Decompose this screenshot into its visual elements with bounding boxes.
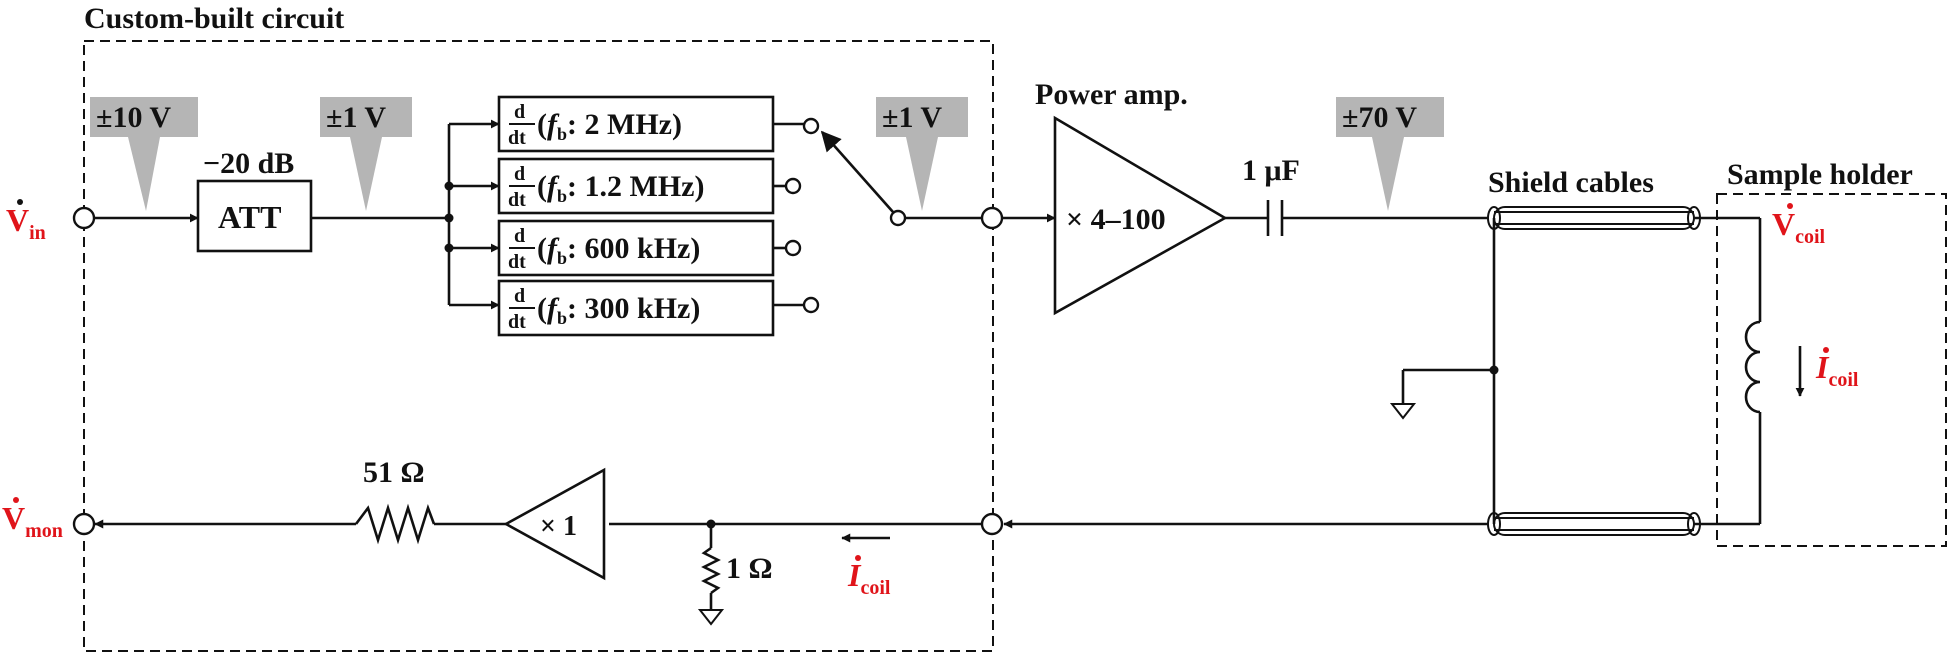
capacitor: [1266, 200, 1284, 236]
svg-text:(fb: 2 MHz): (fb: 2 MHz): [537, 108, 682, 144]
svg-text:(fb: 1.2 MHz): (fb: 1.2 MHz): [537, 170, 704, 206]
custom-circuit-boundary: [83, 40, 994, 652]
attenuator-label: ATT: [218, 199, 281, 235]
i-coil-label-monitor: Icoil: [847, 557, 891, 599]
differentiator-1: d dt (fb: 2 MHz): [497, 95, 775, 153]
coil-inductor: [1744, 320, 1761, 414]
power-amplifier: [1053, 115, 1228, 316]
svg-text:(fb: 600 kHz): (fb: 600 kHz): [537, 232, 700, 268]
voltage-marker-in: ±10 V: [90, 97, 198, 211]
shield-cables-label: Shield cables: [1488, 166, 1654, 199]
shield-cable-top: [1487, 206, 1701, 230]
svg-text:dt: dt: [508, 251, 526, 273]
svg-text:dt: dt: [508, 189, 526, 211]
svg-text:Vin: Vin: [6, 202, 46, 244]
svg-text:(fb: 300 kHz): (fb: 300 kHz): [537, 292, 700, 328]
resistor-51-label: 51 Ω: [363, 456, 425, 489]
shield-cable-bottom: [1487, 512, 1701, 536]
voltage-marker-att: ±1 V: [320, 97, 412, 211]
selector-switch-arm: [820, 130, 894, 213]
voltage-marker-amp: ±70 V: [1336, 97, 1444, 211]
differentiator-2: d dt (fb: 1.2 MHz): [497, 157, 775, 215]
attenuator-box: [196, 179, 313, 253]
i-coil-label-holder: Icoil: [1815, 349, 1859, 391]
v-mon-label: Vmon: [2, 500, 63, 542]
svg-text:d: d: [514, 101, 525, 123]
circuit-title: Custom-built circuit: [84, 2, 344, 35]
buffer-gain-label: × 1: [540, 511, 577, 542]
amplifier-gain-label: × 4–100: [1066, 203, 1166, 236]
voltage-marker-amp-label: ±70 V: [1342, 101, 1417, 134]
sample-holder-boundary: [1716, 193, 1947, 547]
output-terminal: [980, 206, 1004, 230]
switch-contact-4: [802, 296, 820, 314]
monitor-terminal: [72, 512, 96, 536]
resistor-51-ohm: [354, 503, 436, 545]
switch-contact-2: [784, 177, 802, 195]
v-in-label: Vin: [6, 199, 46, 244]
switch-pivot: [889, 209, 907, 227]
ground-symbol-shunt: [697, 609, 725, 626]
svg-text:d: d: [514, 225, 525, 247]
voltage-marker-att-label: ±1 V: [326, 101, 386, 134]
return-terminal: [980, 512, 1004, 536]
differentiator-3: d dt (fb: 600 kHz): [497, 219, 775, 277]
resistor-1-label: 1 Ω: [726, 552, 773, 585]
sample-holder-label: Sample holder: [1727, 158, 1913, 191]
voltage-marker-in-label: ±10 V: [96, 101, 171, 134]
differentiator-4: d dt (fb: 300 kHz): [497, 279, 775, 337]
v-coil-label: Vcoil: [1772, 206, 1826, 248]
svg-text:d: d: [514, 163, 525, 185]
switch-contact-1: [802, 117, 820, 135]
buffer-amplifier: [503, 467, 606, 581]
svg-text:d: d: [514, 285, 525, 307]
capacitor-label: 1 μF: [1242, 154, 1300, 187]
voltage-marker-sw-label: ±1 V: [882, 101, 942, 134]
switch-contact-3: [784, 239, 802, 257]
resistor-1-ohm: [701, 546, 721, 595]
ground-symbol: [1389, 403, 1417, 420]
voltage-marker-sw: ±1 V: [876, 97, 968, 211]
att-gain-label: −20 dB: [203, 147, 294, 180]
svg-text:dt: dt: [508, 127, 526, 149]
input-terminal: [72, 206, 96, 230]
svg-text:dt: dt: [508, 311, 526, 333]
power-amp-label: Power amp.: [1035, 78, 1188, 111]
